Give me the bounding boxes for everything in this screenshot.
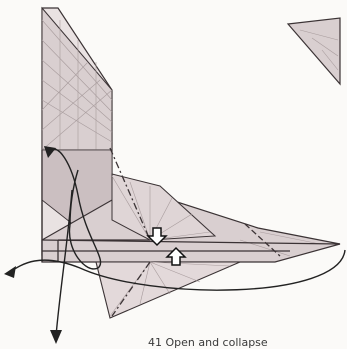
fold-arrow-left-icon — [4, 266, 16, 278]
fold-arrow-down-icon — [50, 330, 62, 344]
upper-right-flap — [288, 18, 340, 84]
step-caption: 41 Open and collapse — [148, 336, 268, 349]
vertical-arm-front — [42, 8, 112, 150]
